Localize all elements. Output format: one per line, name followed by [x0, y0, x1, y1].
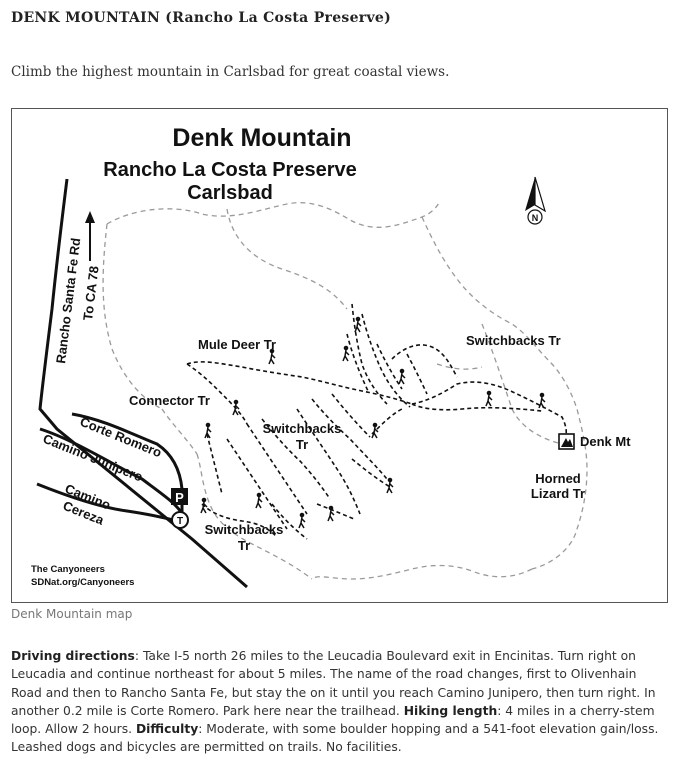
map-image: Denk Mountain Rancho La Costa Preserve C… — [11, 108, 668, 603]
mule-deer-trail — [186, 361, 413, 405]
inner-boundary-3 — [436, 363, 483, 370]
main-trail-east — [411, 381, 568, 440]
intro-text: Climb the highest mountain in Carlsbad f… — [11, 64, 450, 80]
hiker-icon — [255, 492, 263, 509]
trail-label-switchbacks-bottom-tr: Tr — [238, 538, 250, 553]
hiker-icon — [354, 316, 362, 333]
switchbacks-upper-c — [346, 333, 369, 392]
preserve-boundary-5 — [196, 453, 313, 580]
trail-label-switchbacks-bottom: Switchbacks — [205, 522, 284, 537]
hiker-icon — [298, 512, 306, 529]
trail-label-connector: Connector Tr — [129, 393, 210, 408]
map-credit-name: The Canyoneers — [31, 564, 105, 575]
switchbacks-south-a — [201, 503, 278, 538]
map-credit-url: SDNat.org/Canyoneers — [31, 577, 134, 588]
page-title: DENK MOUNTAIN (Rancho La Costa Preserve) — [11, 10, 392, 26]
hiker-icon — [386, 477, 394, 494]
switchbacks-upper-d — [376, 343, 403, 390]
switchbacks-center-b — [226, 438, 288, 530]
hiker-icon — [485, 390, 493, 407]
switchbacks-center-f — [296, 408, 361, 515]
switchbacks-center-a — [246, 423, 308, 515]
hiker-icon — [538, 392, 546, 409]
road-label-to-ca78: To CA 78 — [80, 265, 102, 321]
switchbacks-center-c — [261, 418, 331, 500]
details-paragraph: Driving directions: Take I-5 north 26 mi… — [11, 647, 669, 757]
parking-label: P — [175, 490, 184, 505]
preserve-boundary-6 — [161, 408, 198, 455]
trailhead-icon: T — [171, 511, 189, 529]
switchbacks-upper-a — [351, 303, 388, 405]
north-arrow-icon: N — [525, 176, 547, 225]
trail-label-horned-lizard-tr: Lizard Tr — [531, 486, 585, 501]
switchbacks-center-e — [331, 393, 371, 438]
hiker-icon — [371, 422, 379, 439]
summit-label-denk-mt: Denk Mt — [580, 434, 631, 449]
hiker-icon — [327, 505, 335, 522]
switchbacks-center-g — [271, 503, 308, 540]
trailhead-label: T — [177, 516, 183, 527]
map-title: Denk Mountain — [172, 124, 351, 152]
trail-label-switchbacks-center: Switchbacks — [263, 421, 342, 436]
ridge-trail — [411, 403, 543, 412]
upper-loop — [391, 344, 458, 378]
north-label: N — [532, 213, 539, 223]
driving-text: : Take I-5 north 26 miles to the Leucadi… — [11, 649, 656, 718]
hiker-icons — [200, 316, 546, 529]
map-caption: Denk Mountain map — [11, 607, 133, 621]
preserve-boundary-4 — [311, 564, 533, 580]
switchbacks-south-b — [206, 433, 223, 495]
inner-boundary — [226, 208, 348, 310]
to-ca78-arrow-head — [85, 211, 95, 223]
trail-label-horned-lizard: Horned — [535, 471, 581, 486]
hiking-label: Hiking length — [403, 703, 498, 718]
trail-label-switchbacks-center-tr: Tr — [296, 437, 308, 452]
preserve-boundary-3 — [421, 216, 588, 570]
switchbacks-center-i — [351, 458, 391, 488]
hiking-text: : 4 miles in a cherry-stem loop. Allow 2… — [11, 703, 655, 737]
trail-label-switchbacks-right: Switchbacks Tr — [466, 333, 561, 348]
map-svg: Denk Mountain Rancho La Costa Preserve C… — [31, 124, 631, 589]
hiker-icon — [232, 399, 240, 416]
hiker-icon — [204, 422, 212, 439]
parking-icon: P — [171, 488, 188, 505]
switchbacks-center-d — [311, 398, 388, 480]
hiker-icon — [268, 348, 276, 365]
difficulty-text: : Moderate, with some boulder hopping an… — [11, 722, 659, 755]
summit-icon — [558, 433, 575, 450]
switchbacks-upper-e — [406, 353, 428, 395]
corte-romero-road — [71, 412, 184, 514]
hiker-icon — [342, 345, 350, 362]
switchbacks-center-h — [316, 503, 355, 520]
camino-cereza-road — [36, 482, 178, 523]
rancho-santa-fe-road — [38, 178, 248, 589]
connector-trail — [186, 363, 248, 425]
trail-label-mule-deer: Mule Deer Tr — [198, 337, 276, 352]
map-subtitle-city: Carlsbad — [187, 182, 273, 204]
preserve-boundary-2 — [102, 223, 163, 410]
hiker-icon — [398, 368, 406, 385]
map-subtitle-preserve: Rancho La Costa Preserve — [103, 159, 356, 181]
difficulty-label: Difficulty — [135, 722, 199, 737]
driving-label: Driving directions — [11, 649, 135, 663]
switchbacks-upper-b — [361, 313, 411, 408]
preserve-boundary — [106, 200, 441, 228]
hiker-icon — [200, 497, 208, 514]
